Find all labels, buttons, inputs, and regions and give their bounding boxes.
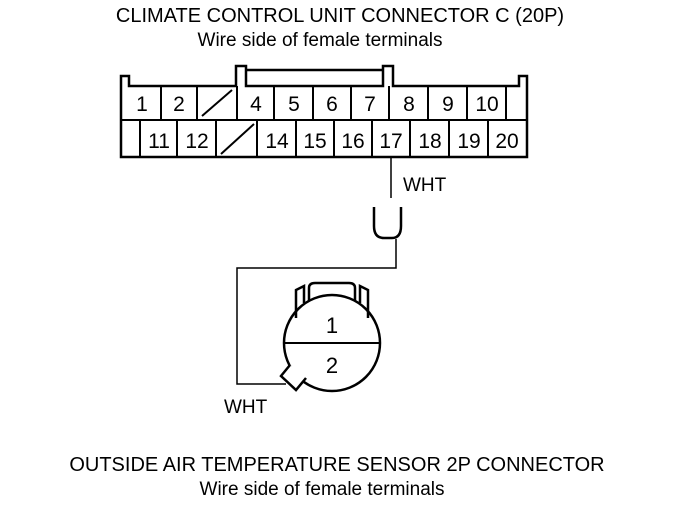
pin-10-label: 10 (475, 93, 498, 116)
top-connector-subtitle: Wire side of female terminals (198, 30, 443, 51)
pin-14-label: 14 (265, 130, 289, 153)
pin-1-label: 1 (136, 93, 148, 116)
top-connector-title: CLIMATE CONTROL UNIT CONNECTOR C (20P) (116, 5, 564, 27)
pin-7-label: 7 (364, 93, 376, 116)
pin-2-label: 2 (173, 93, 185, 116)
wht-wire (236, 157, 403, 385)
pin-12-label: 12 (185, 130, 208, 153)
sensor-key-tab (279, 364, 307, 392)
row2-dividers (139, 120, 489, 157)
sensor-left-post (294, 283, 306, 318)
pin-19-label: 19 (457, 130, 480, 153)
sensor-pin-2-label: 2 (326, 353, 338, 378)
wire-top-label: WHT (403, 175, 447, 196)
pin-4-label: 4 (250, 93, 262, 116)
row1-dividers (160, 86, 507, 120)
pin-15-label: 15 (303, 130, 326, 153)
sensor-connector-title: OUTSIDE AIR TEMPERATURE SENSOR 2P CONNEC… (69, 454, 604, 476)
sensor-latch (307, 281, 357, 301)
blank-cavity-3-slash (201, 89, 233, 117)
pin-5-label: 5 (288, 93, 300, 116)
sensor-pin-1-label: 1 (326, 313, 338, 338)
wire-bottom-label: WHT (224, 397, 268, 418)
connector-20p: 1 2 4 5 6 7 8 9 10 11 12 14 15 16 17 18 … (119, 64, 529, 159)
pin-16-label: 16 (341, 130, 364, 153)
blank-cavity-13-slash (220, 123, 255, 155)
pin-6-label: 6 (326, 93, 338, 116)
connector-20p-outline (119, 64, 529, 159)
wire-u-bend (372, 207, 403, 240)
sensor-connector-2p: 1 2 (279, 281, 382, 393)
sensor-right-post (358, 283, 370, 318)
pin-11-label: 11 (148, 130, 170, 153)
pin-20-label: 20 (495, 130, 518, 153)
pin-17-label: 17 (379, 130, 402, 153)
sensor-connector-subtitle: Wire side of female terminals (200, 479, 445, 500)
pin-8-label: 8 (403, 93, 415, 116)
pin-9-label: 9 (442, 93, 454, 116)
pin-18-label: 18 (418, 130, 441, 153)
wire-segment-bottom (236, 239, 397, 385)
